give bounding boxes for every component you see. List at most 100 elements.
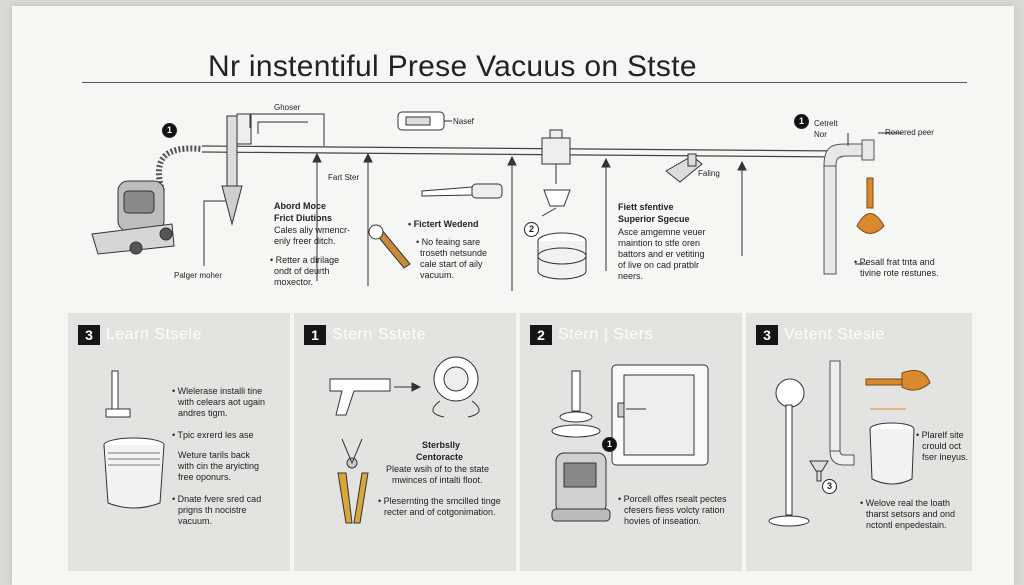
arrow-icon <box>394 382 422 392</box>
abord-bullet-2: ondt of deurth <box>274 266 330 276</box>
p1-b4-1: • Dnate fvere sred cad <box>172 494 262 504</box>
filter-canister-icon <box>103 437 165 509</box>
panel-2-illustrations <box>329 356 480 524</box>
fictert-line-3: cale start of aily <box>420 259 483 269</box>
p1-b1-3: andres tigm. <box>178 408 228 418</box>
p3-b1-1: • Porcell offes rsealt pectes <box>618 494 727 504</box>
abord-heading-2: Frict Diutions <box>274 213 332 223</box>
label-ghoser: Ghoser <box>274 103 301 112</box>
panel-title: Learn Stsele <box>106 326 202 343</box>
step-number-2: 2 <box>524 222 539 237</box>
small-valve-icon <box>809 460 829 482</box>
title-rule <box>82 82 967 83</box>
step-number: 1 <box>602 437 617 452</box>
panel-stern-sters: 2 Stern | Sters 1 • Porcell offes rsealt… <box>520 313 742 571</box>
screwdriver-icon <box>421 183 503 199</box>
label-palger-moher: Palger moher <box>174 271 223 280</box>
page-title: Nr instentiful Prese Vacuus on Ststе <box>208 50 697 83</box>
p2-b2-1: • Plesernting the smcilled tinge <box>378 496 501 506</box>
p3-b1-3: hovies of inseation. <box>624 516 702 526</box>
pipe-ring-icon <box>537 232 587 280</box>
pesall-line-1: • Pesall frat tnta and <box>854 257 935 267</box>
elbow-pipe-icon <box>823 139 875 275</box>
panel-badge: 1 <box>304 325 326 345</box>
fiett-line-3: battors and er vetiting <box>618 249 705 259</box>
panel-badge: 3 <box>78 325 100 345</box>
p1-b4-3: vacuum. <box>178 516 213 526</box>
abord-heading-1: Abord Moce <box>274 201 327 211</box>
label-fart-ster: Fart Ster <box>328 173 360 182</box>
p2-b2-2: recter and of cotgonimation. <box>384 507 496 517</box>
pipe-valve-icon <box>541 129 571 184</box>
fictert-line-1: • No feaing sare <box>416 237 481 247</box>
panel-3-illustrations <box>551 364 709 522</box>
abord-bullet-1: • Retter a dirilage <box>270 255 340 265</box>
step-number-1b: 1 <box>794 114 809 129</box>
panel-title: Stern Sstete <box>332 326 427 343</box>
floor-tool-stand-icon <box>768 378 810 527</box>
p4-b2-2: tharst setsors and ond <box>866 509 956 519</box>
main-pipe <box>201 145 843 158</box>
fiett-line-1: Asce amgemne veuer <box>618 227 706 237</box>
orange-tool-icon <box>865 370 931 391</box>
fictert-line-2: troseth netsunde <box>420 248 488 258</box>
p1-b3-2: with cin the aryicting <box>178 461 260 471</box>
p4-b1-1: • Plarelf site <box>916 430 964 440</box>
wrench-icon <box>368 224 411 269</box>
fictert-line-4: vacuum. <box>420 270 455 280</box>
pesall-line-2: tivine rote restunes. <box>860 268 939 278</box>
label-nor: Nor <box>814 130 827 139</box>
hook-handle-icon <box>856 177 885 234</box>
panel-title: Vetent Stesie <box>784 326 885 343</box>
fiett-heading-1: Fiett sfentive <box>618 202 674 212</box>
remote-device-icon <box>397 111 445 131</box>
panel-1-illustrations <box>103 370 165 509</box>
filter-canister-icon <box>869 422 915 485</box>
step-number: 3 <box>822 479 837 494</box>
p4-b2-3: nctontl enpedestain. <box>866 520 947 530</box>
panel-badge: 3 <box>756 325 778 345</box>
p2-heading-1: Sterbslly <box>422 440 461 450</box>
p1-b2: • Tpic exrerd les ase <box>172 430 254 440</box>
fiett-line-5: neers. <box>618 271 644 281</box>
label-nasef: Nasef <box>453 117 474 126</box>
faucet-icon <box>665 153 703 183</box>
pliers-icon <box>337 438 369 524</box>
panel-learn-stsele: 3 Learn Stsele • Wlelerase installi tine… <box>68 313 290 571</box>
vacuum-cleaner-icon <box>91 180 175 255</box>
panel-stern-sstete: 1 Stern Sstete Sterbslly Centora <box>294 313 516 571</box>
label-renered-peer: Renered peer <box>885 128 934 137</box>
gauge-dial-icon <box>432 356 480 418</box>
p2-b1-2: mwinces of intalti floot. <box>392 475 483 485</box>
wand-tool-icon <box>221 113 252 226</box>
p1-b3-3: free oponurs. <box>178 472 232 482</box>
panel-title: Stern | Sters <box>558 326 654 343</box>
vacuum-hose <box>155 145 203 192</box>
flow-arrows <box>312 152 747 291</box>
vacuum-unit-icon <box>551 452 611 522</box>
step-number-1: 1 <box>162 123 177 138</box>
fictert-heading: • Fictert Wedend <box>408 219 479 229</box>
p1-b1-2: with celears aot ugain <box>178 397 266 407</box>
p2-b1-1: Pleate wsih of to the state <box>386 464 490 474</box>
panel-4-illustrations <box>768 360 931 527</box>
p1-b4-2: prigns th nocistre <box>178 505 247 515</box>
abord-line-1: Cales aliy wmencr- <box>274 225 351 235</box>
fiett-line-2: rnaintion to stfe oren <box>618 238 701 248</box>
abord-bullet-3: moxector. <box>274 277 314 287</box>
p1-b1-1: • Wlelerase installi tine <box>172 386 263 396</box>
pedestal-part-icon <box>551 370 601 438</box>
abord-line-2: enly freer ditch. <box>274 236 336 246</box>
p4-b2-1: • Welove real the loath <box>860 498 951 508</box>
panel-badge: 2 <box>530 325 552 345</box>
fiett-heading-2: Superior Sgecue <box>618 214 690 224</box>
instruction-sheet: Nr instentiful Prese Vacuus on Ststе <box>12 6 1014 585</box>
p1-b3-1: Weture tarils back <box>178 450 250 460</box>
cabinet-door-icon <box>611 364 709 466</box>
p3-b1-2: cfesers fiess volcty ration <box>624 505 725 515</box>
panel-vetent-stesie: 3 Vetent Stesie <box>746 313 972 571</box>
p2-heading-2: Centoracte <box>416 452 464 462</box>
plumbing-diagram <box>91 111 902 291</box>
spray-gun-icon <box>329 378 391 416</box>
wall-bracket-icon <box>105 370 131 418</box>
